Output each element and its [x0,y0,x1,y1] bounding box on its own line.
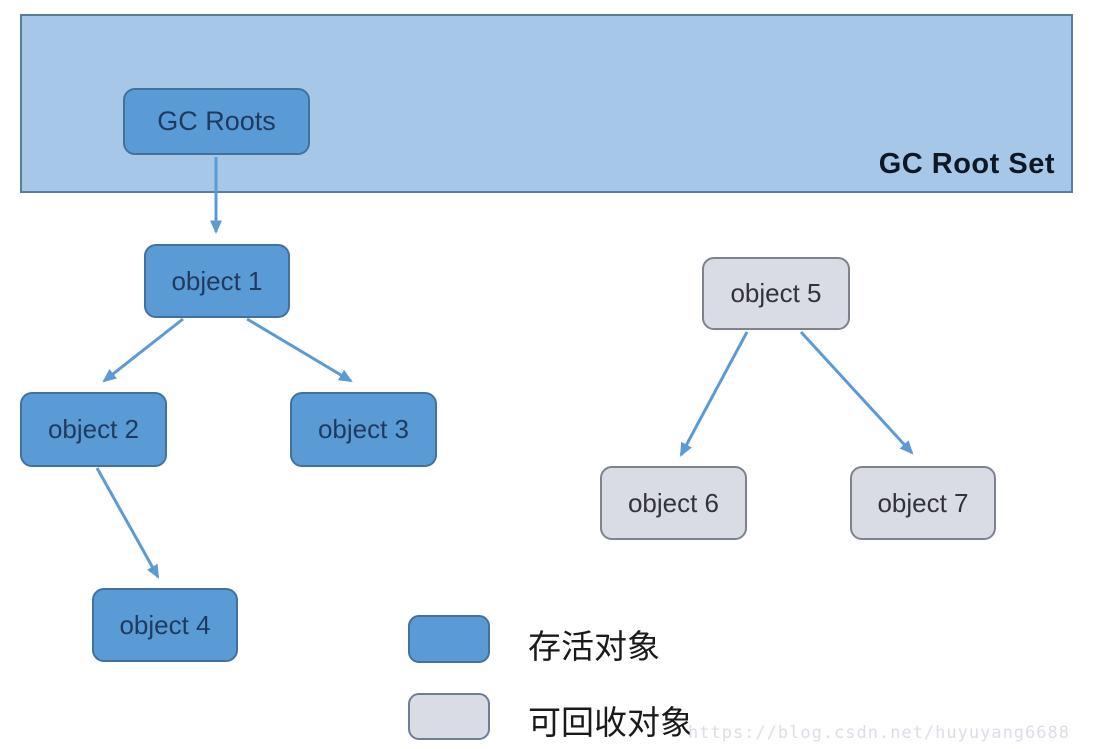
arrow-object-1-to-object-2 [102,317,184,383]
node-object-3: object 3 [290,392,437,467]
arrow-object-1-to-object-3 [246,317,353,383]
node-object-7: object 7 [850,466,996,540]
node-gc-roots: GC Roots [123,88,310,155]
legend-swatch-collectible [408,693,490,740]
node-object-6: object 6 [600,466,747,540]
gc-root-set-label: GC Root Set [878,148,1055,180]
legend-swatch-live [408,615,490,663]
arrow-object-5-to-object-6 [679,331,749,457]
legend-label-collectible: 可回收对象 [528,703,693,742]
arrow-object-2-to-object-4 [95,467,160,579]
arrow-object-5-to-object-7 [799,330,914,455]
watermark: https://blog.csdn.net/huyuyang6688 [688,723,1070,743]
node-object-1: object 1 [144,244,290,318]
node-object-5: object 5 [702,257,850,330]
legend-label-live: 存活对象 [528,627,660,666]
node-object-4: object 4 [92,588,238,662]
node-object-2: object 2 [20,392,167,467]
